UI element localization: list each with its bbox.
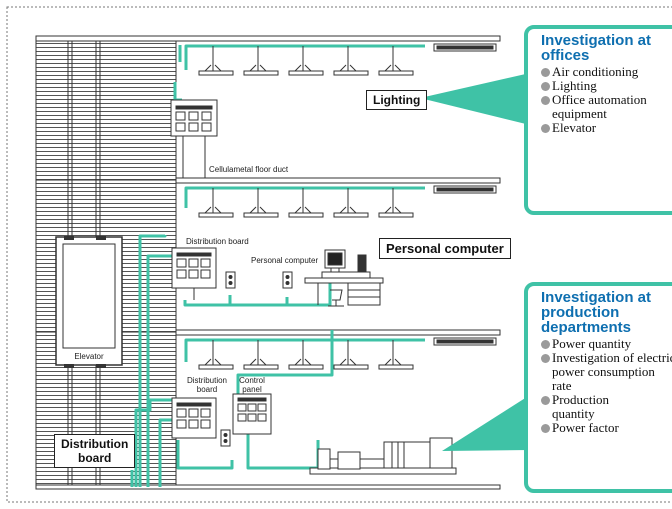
offices-item-elevator: Elevator (541, 121, 672, 135)
distribution-board-small-label-1: Distribution board (186, 237, 249, 246)
bullet-icon (541, 68, 550, 77)
outlets-floor2 (225, 271, 293, 289)
bullet-icon (541, 424, 550, 433)
production-item-power-quantity: Power quantity (541, 337, 672, 351)
bullet-icon (541, 340, 550, 349)
floor3-distribution-board (171, 397, 217, 439)
offices-investigation-panel: Investigation at offices Air conditionin… (524, 25, 672, 215)
label-line: panel (242, 385, 262, 394)
production-panel-title: Investigation at production departments (541, 289, 652, 336)
personal-computer-callout: Personal computer (379, 238, 511, 259)
offices-item-lighting: Lighting (541, 79, 672, 93)
floor1-distribution-box (170, 99, 218, 179)
personal-computer-small-label: Personal computer (251, 256, 318, 265)
lighting-pointer (420, 73, 530, 125)
offices-item-office-automation: Office automation equipment (541, 93, 672, 121)
offices-panel-title: Investigation at offices (541, 32, 652, 64)
bullet-icon (541, 354, 550, 363)
production-item-consumption-rate: Investigation of electric power consumpt… (541, 351, 672, 393)
bullet-icon (541, 396, 550, 405)
distribution-board-callout: Distribution board (54, 434, 136, 468)
ceiling-lights (198, 46, 414, 370)
bullet-icon (541, 124, 550, 133)
floor2-distribution-board (171, 247, 217, 300)
wall-ac-units (433, 43, 497, 346)
elevator-label: Elevator (74, 352, 104, 361)
production-item-power-factor: Power factor (541, 421, 672, 435)
bullet-icon (541, 96, 550, 105)
lighting-callout: Lighting (366, 90, 428, 110)
offices-item-air-conditioning: Air conditioning (541, 65, 672, 79)
floor-slabs (35, 35, 501, 490)
production-pointer (442, 395, 530, 451)
outer-dotted-frame (6, 6, 672, 503)
production-machine (309, 437, 457, 475)
label-line: board (197, 385, 217, 394)
production-investigation-panel: Investigation at production departments … (524, 282, 672, 493)
control-panel (220, 393, 272, 447)
personal-computer-desk (304, 249, 384, 307)
production-item-production-quantity: Production quantity (541, 393, 632, 421)
floor-duct-label: Cellulametal floor duct (209, 165, 289, 174)
bullet-icon (541, 82, 550, 91)
